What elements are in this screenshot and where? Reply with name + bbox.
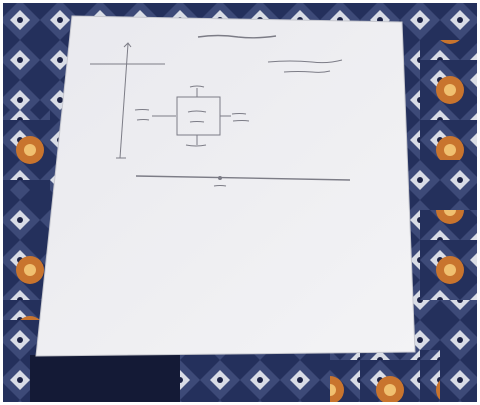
pencil-sketch (90, 34, 351, 187)
fabric-motifs (0, 40, 480, 405)
